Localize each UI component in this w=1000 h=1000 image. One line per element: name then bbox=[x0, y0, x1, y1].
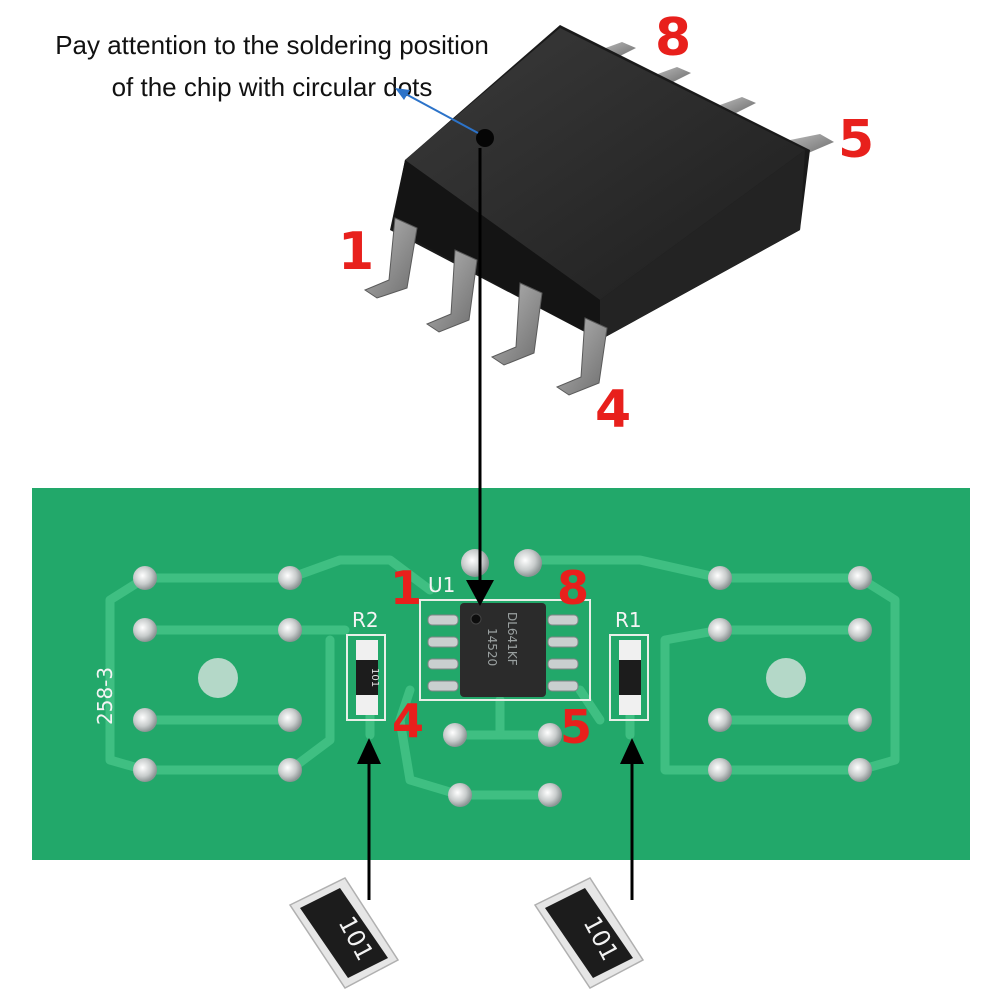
u1-outline bbox=[419, 599, 591, 701]
chip-pin4-label: 4 bbox=[595, 380, 632, 440]
smd-resistor-left: 101 bbox=[288, 877, 400, 989]
board-pin8-label: 8 bbox=[557, 561, 590, 615]
r1-footprint bbox=[609, 634, 649, 721]
pcb-traces bbox=[105, 555, 900, 800]
soic8-chip bbox=[363, 25, 834, 396]
r2-footprint: 101 bbox=[346, 634, 386, 721]
u1-label: U1 bbox=[428, 573, 455, 597]
smd-resistor-right: 101 bbox=[533, 877, 645, 989]
chip-top-face bbox=[405, 28, 805, 300]
blue-pointer-arrow bbox=[395, 88, 479, 134]
annotation-line-2: of the chip with circular dots bbox=[111, 72, 433, 102]
board-pin1-label: 1 bbox=[390, 561, 423, 615]
mounting-hole-left bbox=[198, 658, 238, 698]
r1-label: R1 bbox=[615, 608, 642, 632]
board-chip: DL641KF 14520 bbox=[427, 603, 579, 697]
chip-marking-1: DL641KF bbox=[505, 612, 519, 666]
board-pin5-label: 5 bbox=[560, 700, 593, 754]
chip-front-leads bbox=[363, 217, 608, 396]
board-pin4-label: 4 bbox=[392, 694, 425, 748]
board-code: 258-3 bbox=[93, 667, 117, 725]
r2-label: R2 bbox=[352, 608, 379, 632]
r2-code: 101 bbox=[369, 668, 380, 687]
mounting-hole-right bbox=[766, 658, 806, 698]
chip-pin1-label: 1 bbox=[338, 222, 375, 282]
pcb-board: 258-3 U1 DL641KF 14520 bbox=[32, 488, 970, 860]
chip-pin1-dot bbox=[476, 129, 494, 147]
chip-pin8-label: 8 bbox=[655, 8, 692, 68]
chip-marking-2: 14520 bbox=[485, 628, 499, 666]
chip-pin5-label: 5 bbox=[838, 110, 875, 170]
through-hole-pads bbox=[133, 549, 872, 807]
annotation-text: Pay attention to the soldering position … bbox=[22, 24, 522, 108]
annotation-line-1: Pay attention to the soldering position bbox=[55, 30, 489, 60]
black-arrows bbox=[357, 148, 644, 900]
